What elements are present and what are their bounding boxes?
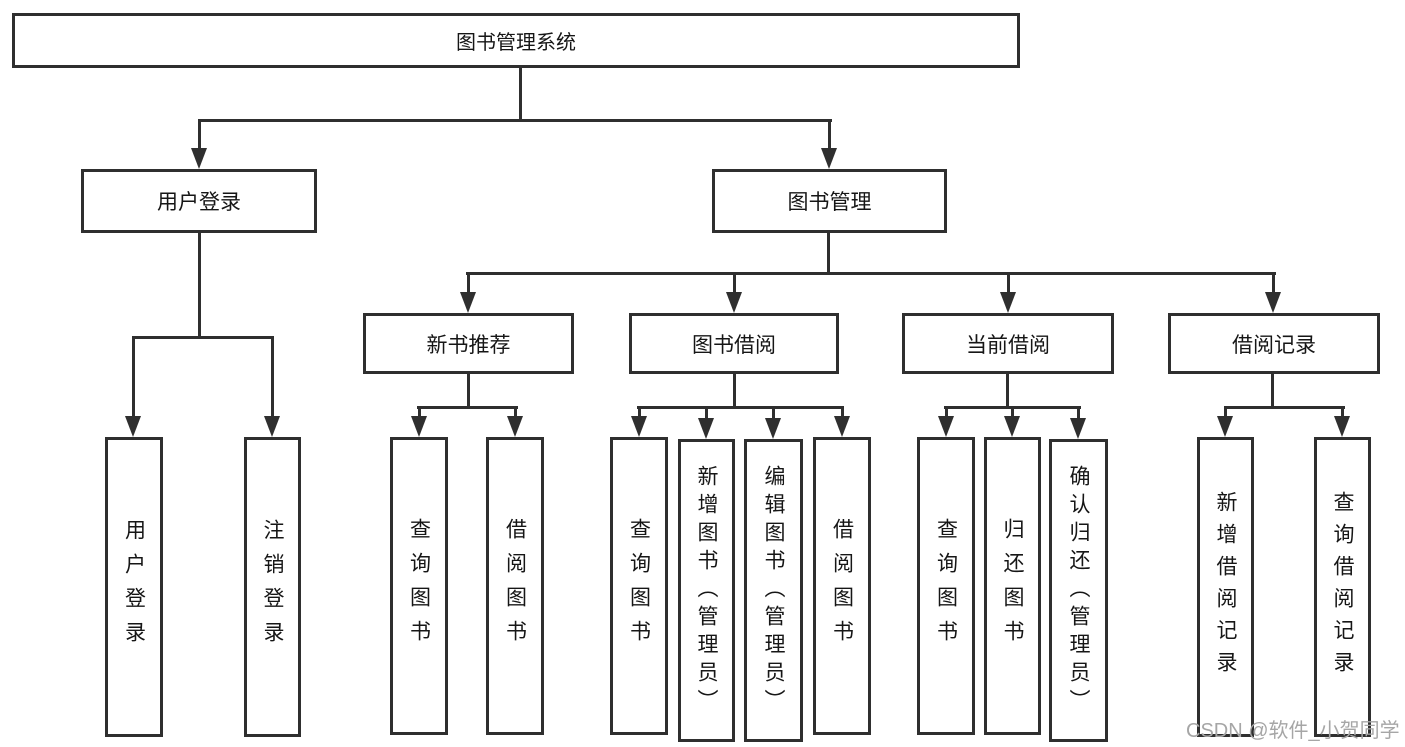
connector-line: [198, 119, 832, 122]
arrow-down-icon: [460, 292, 476, 313]
node-library-system: 图书管理系统: [12, 13, 1020, 68]
connector-line: [733, 272, 736, 297]
node-logout: 注销登录: [244, 437, 301, 737]
arrow-down-icon: [938, 416, 954, 437]
connector-line: [772, 406, 775, 423]
connector-line: [418, 406, 421, 421]
node-current-confirm-return-admin: 确认归还（管理员）: [1049, 439, 1108, 742]
arrow-down-icon: [507, 416, 523, 437]
node-records-query-record: 查询借阅记录: [1314, 437, 1371, 737]
csdn-watermark: CSDN @软件_小贺同学: [1186, 720, 1400, 742]
node-current-borrowing: 当前借阅: [902, 313, 1114, 374]
arrow-down-icon: [1265, 292, 1281, 313]
connector-line: [466, 272, 1276, 275]
connector-line: [519, 68, 522, 122]
connector-line: [827, 231, 830, 275]
connector-line: [1224, 406, 1345, 409]
connector-line: [514, 406, 517, 421]
node-current-query-books: 查询图书: [917, 437, 975, 735]
connector-line: [637, 406, 844, 409]
connector-line: [841, 406, 844, 421]
arrow-down-icon: [1000, 292, 1016, 313]
arrow-down-icon: [834, 416, 850, 437]
connector-line: [1077, 406, 1080, 423]
node-borrowing-borrow-books: 借阅图书: [813, 437, 871, 735]
connector-line: [1272, 272, 1275, 297]
arrow-down-icon: [698, 418, 714, 439]
connector-line: [271, 336, 274, 421]
connector-line: [1011, 406, 1014, 421]
arrow-down-icon: [264, 416, 280, 437]
connector-line: [705, 406, 708, 423]
connector-line: [1224, 406, 1227, 421]
arrow-down-icon: [191, 148, 207, 169]
arrow-down-icon: [411, 416, 427, 437]
connector-line: [467, 373, 470, 409]
connector-line: [733, 373, 736, 409]
node-borrowing-add-books-admin: 新增图书（管理员）: [678, 439, 735, 742]
arrow-down-icon: [1334, 416, 1350, 437]
connector-line: [1341, 406, 1344, 421]
arrow-down-icon: [125, 416, 141, 437]
node-new-book-recommend: 新书推荐: [363, 313, 574, 374]
connector-line: [417, 406, 518, 409]
connector-line: [828, 119, 831, 153]
node-book-borrowing: 图书借阅: [629, 313, 839, 374]
connector-line: [467, 272, 470, 297]
connector-line: [1006, 373, 1009, 409]
arrow-down-icon: [1217, 416, 1233, 437]
node-current-return-books: 归还图书: [984, 437, 1041, 735]
connector-line: [198, 119, 201, 153]
node-recommend-query-books: 查询图书: [390, 437, 448, 735]
connector-line: [638, 406, 641, 421]
node-user-login: 用户登录: [105, 437, 163, 737]
node-recommend-borrow-books: 借阅图书: [486, 437, 544, 735]
node-borrowing-records: 借阅记录: [1168, 313, 1380, 374]
node-borrowing-edit-books-admin: 编辑图书（管理员）: [744, 439, 803, 742]
connector-line: [1271, 373, 1274, 409]
arrow-down-icon: [765, 418, 781, 439]
connector-line: [132, 336, 135, 421]
node-user-login-group: 用户登录: [81, 169, 317, 233]
arrow-down-icon: [821, 148, 837, 169]
connector-line: [945, 406, 948, 421]
node-borrowing-query-books: 查询图书: [610, 437, 668, 735]
node-book-management: 图书管理: [712, 169, 947, 233]
node-records-add-record: 新增借阅记录: [1197, 437, 1254, 737]
connector-line: [1007, 272, 1010, 297]
arrow-down-icon: [1070, 418, 1086, 439]
arrow-down-icon: [631, 416, 647, 437]
arrow-down-icon: [726, 292, 742, 313]
connector-line: [132, 336, 274, 339]
connector-line: [198, 233, 201, 339]
arrow-down-icon: [1004, 416, 1020, 437]
